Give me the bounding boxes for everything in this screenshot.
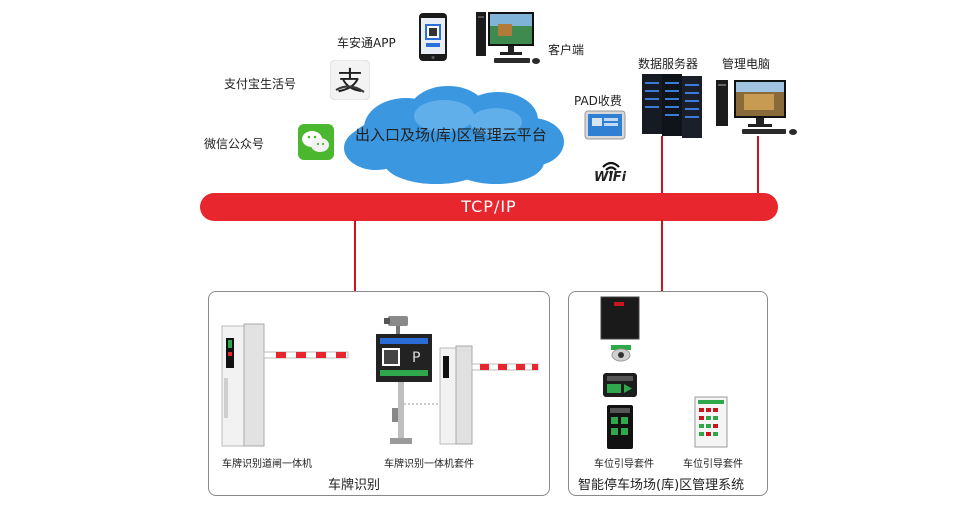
tablet-device <box>584 110 626 140</box>
data-server <box>640 72 706 140</box>
parking-map-board <box>694 396 728 448</box>
wifi-label: WiFi <box>594 170 627 185</box>
alipay-label: 支付宝生活号 <box>224 77 297 91</box>
phone-device <box>418 12 448 62</box>
controller-box <box>600 296 640 340</box>
client-computer <box>474 10 542 66</box>
barrier-gate-1 <box>220 318 350 448</box>
tcp-ip-label: TCP/IP <box>461 197 517 216</box>
pc-label: 管理电脑 <box>722 57 771 71</box>
server-label: 数据服务器 <box>638 57 699 71</box>
left-panel-title: 车牌识别 <box>328 478 381 493</box>
alipay-icon: 支 <box>329 59 371 101</box>
pc-connector-line <box>757 136 759 196</box>
cloud-shape <box>336 80 572 188</box>
item1-label-right: 车位引导套件 <box>594 459 654 470</box>
guidance-kiosk <box>606 404 634 450</box>
wifi-icon <box>596 158 626 186</box>
app-label: 车安通APP <box>337 36 396 50</box>
tcp-ip-bus: TCP/IP <box>200 193 778 221</box>
right-panel-title: 智能停车场场(库)区管理系统 <box>578 478 745 493</box>
wechat-icon <box>298 124 334 160</box>
wechat-label: 微信公众号 <box>204 137 265 151</box>
pad-label: PAD收费 <box>574 94 622 108</box>
left-panel-connector-line <box>354 220 356 292</box>
svg-text:支: 支 <box>337 67 363 97</box>
item2-label-left: 车牌识别一体机套件 <box>384 459 474 470</box>
item2-label-right: 车位引导套件 <box>683 459 743 470</box>
plate-kit-device: P <box>370 312 540 448</box>
right-panel-connector-line <box>661 220 663 292</box>
guidance-display <box>602 372 638 398</box>
dome-sensor <box>608 344 634 362</box>
item1-label-left: 车牌识别道闸一体机 <box>222 459 312 470</box>
server-connector-line <box>661 136 663 196</box>
management-computer <box>714 78 800 138</box>
client-label: 客户端 <box>548 43 585 57</box>
cloud-platform-label: 出入口及场(库)区管理云平台 <box>355 126 547 144</box>
svg-text:P: P <box>412 350 420 366</box>
license-plate-panel <box>208 291 550 496</box>
